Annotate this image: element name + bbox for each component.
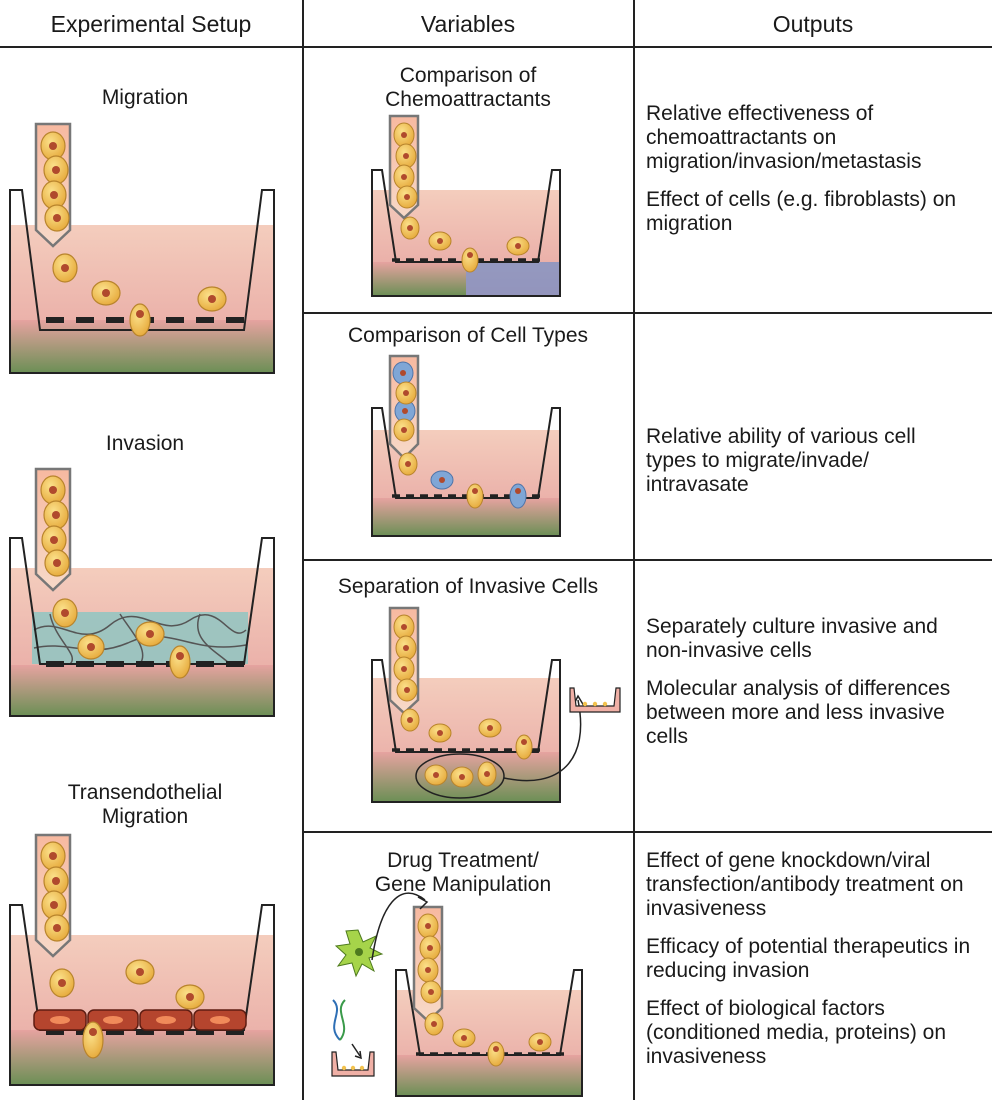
column-divider-1 <box>302 0 304 1100</box>
outputs-row-1: Relative effectiveness of chemoattractan… <box>646 102 990 250</box>
header-experimental-setup: Experimental Setup <box>50 11 252 37</box>
invasion-well <box>9 467 275 717</box>
dna-icon <box>332 999 346 1041</box>
output-text: Effect of biological factors (conditione… <box>646 997 947 1068</box>
output-text: Separately culture invasive and non-inva… <box>646 615 938 662</box>
setup-transendothelial-label-1: Transendothelial <box>67 781 223 804</box>
variable-separation-label: Separation of Invasive Cells <box>337 575 599 598</box>
row-divider-3 <box>303 831 992 833</box>
setup-transendothelial-label-2: Migration <box>101 805 189 828</box>
variable-cell-types-label: Comparison of Cell Types <box>347 324 589 347</box>
outputs-row-3: Separately culture invasive and non-inva… <box>646 615 976 763</box>
variable-drug-label-1: Drug Treatment/ <box>387 849 539 872</box>
column-divider-2 <box>633 0 635 1100</box>
row-divider-1 <box>303 312 992 314</box>
variable-chemoattractants-label-2: Chemoattractants <box>385 88 551 111</box>
output-text: Effect of cells (e.g. fibroblasts) on mi… <box>646 188 957 235</box>
header-outputs: Outputs <box>772 11 854 37</box>
variable-drug-label-2: Gene Manipulation <box>374 873 552 896</box>
chemoattractants-well <box>371 114 561 297</box>
cell-types-well <box>371 354 561 537</box>
row-divider-2 <box>303 559 992 561</box>
outputs-row-4: Effect of gene knockdown/viral transfect… <box>646 849 990 1083</box>
cells <box>40 131 227 337</box>
drug-treatment-well <box>331 892 583 1097</box>
outputs-row-2: Relative ability of various cell types t… <box>646 425 964 511</box>
setup-invasion-label: Invasion <box>105 432 185 455</box>
output-text: Relative ability of various cell types t… <box>646 425 916 496</box>
header-divider <box>0 46 992 48</box>
output-text: Effect of gene knockdown/viral transfect… <box>646 849 964 920</box>
virus-icon <box>334 929 384 978</box>
output-text: Efficacy of potential therapeutics in re… <box>646 935 971 982</box>
transendothelial-well <box>9 833 275 1086</box>
header-variables: Variables <box>420 11 516 37</box>
migration-well <box>9 122 275 374</box>
output-text: Relative effectiveness of chemoattractan… <box>646 102 922 173</box>
output-text: Molecular analysis of differences betwee… <box>646 677 951 748</box>
variable-chemoattractants-label-1: Comparison of <box>399 64 537 87</box>
separation-well <box>371 606 621 803</box>
setup-migration-label: Migration <box>101 86 189 109</box>
